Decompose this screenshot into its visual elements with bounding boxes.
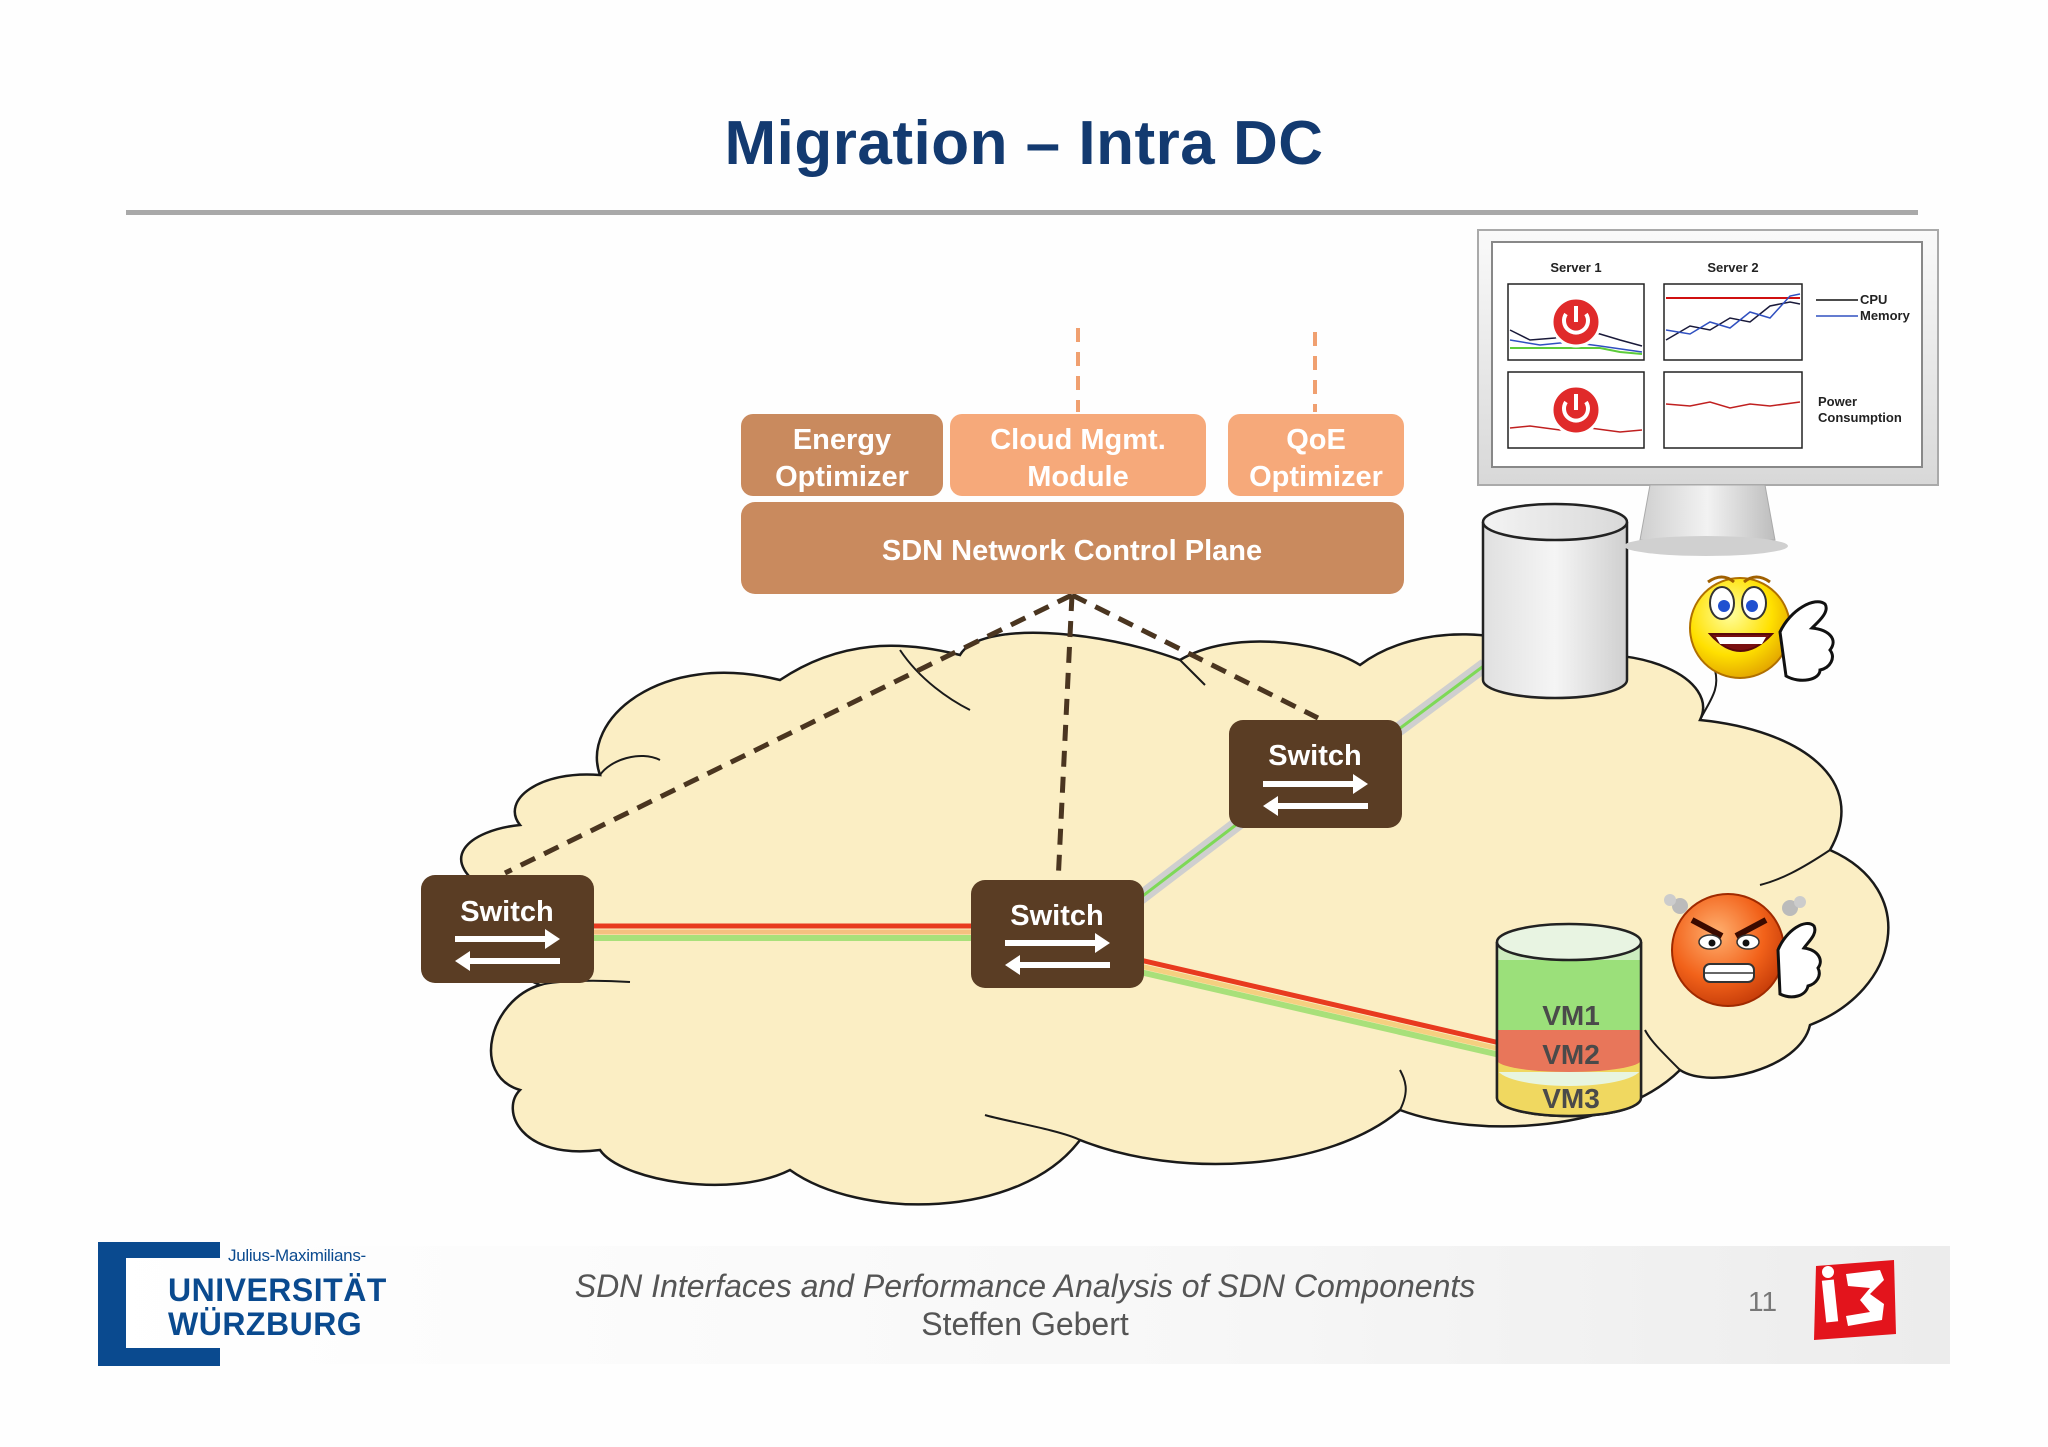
university-name-line1: UNIVERSITÄT [168,1272,387,1308]
sdn-control-plane-label: SDN Network Control Plane [882,535,1262,567]
angry-smiley-icon [1664,893,1822,1007]
vm2-label: VM2 [1542,1039,1600,1070]
logo-frame [98,1242,220,1258]
energy-optimizer-box: Energy Optimizer [741,414,943,496]
energy-optimizer-label-1: Energy [793,424,891,456]
network-links [590,659,1501,1058]
university-name-line2: WÜRZBURG [168,1306,363,1342]
switch-arrows-icon [1263,774,1368,816]
server-cylinder-vms: VM1 VM2 VM3 [1495,922,1643,1118]
switch-left: Switch [421,875,594,983]
switch-left-label: Switch [460,896,553,928]
server2-label: Server 2 [1707,260,1758,275]
footer-course-title: SDN Interfaces and Performance Analysis … [574,1268,1476,1304]
slide-title: Migration – Intra DC [724,109,1324,178]
switch-middle: Switch [971,880,1144,988]
footer-author: Steffen Gebert [921,1306,1129,1342]
happy-smiley-icon [1689,575,1835,682]
cloud-mgmt-module-box: Cloud Mgmt. Module [950,414,1206,496]
logo-frame [98,1242,126,1366]
cloud-mgmt-label-2: Module [1027,461,1129,493]
monitoring-display: Server 1 Server 2 CPU M [1477,229,1939,556]
switch-middle-label: Switch [1010,900,1103,932]
sdn-control-plane-box: SDN Network Control Plane [741,502,1404,594]
northbound-links [1076,328,1317,412]
power-off-icon [1550,296,1602,348]
switch-arrows-icon [1005,933,1110,975]
qoe-optimizer-box: QoE Optimizer [1228,414,1404,496]
legend-power-label-1: Power [1818,394,1857,409]
footer-bar [98,1246,1950,1364]
server-cylinder-empty [1481,502,1629,700]
datacenter-cloud [459,631,1890,1206]
legend-cpu-label: CPU [1860,292,1887,307]
switch-top-right: Switch [1229,720,1402,828]
vm3-label: VM3 [1542,1083,1600,1114]
logo-frame [98,1348,220,1366]
energy-optimizer-label-2: Optimizer [775,461,909,493]
switch-arrows-icon [455,929,560,971]
switch-top-right-label: Switch [1268,740,1361,772]
power-off-icon [1550,384,1602,436]
legend-memory-label: Memory [1860,308,1911,323]
legend-power-label-2: Consumption [1818,410,1902,425]
cloud-mgmt-label-1: Cloud Mgmt. [990,424,1166,456]
server1-label: Server 1 [1550,260,1601,275]
vm1-label: VM1 [1542,1000,1600,1031]
title-divider [126,210,1918,215]
university-logo: Julius-Maximilians- UNIVERSITÄT WÜRZBURG [98,1242,398,1366]
page-number: 11 [1748,1286,1778,1317]
server2-cpu-chart [1663,283,1803,361]
i3-logo-icon [1814,1260,1896,1340]
server2-power-chart [1663,371,1803,449]
university-name-small: Julius-Maximilians- [228,1246,366,1265]
control-links [503,592,1320,884]
qoe-optimizer-label-1: QoE [1286,424,1346,456]
qoe-optimizer-label-2: Optimizer [1249,461,1383,493]
